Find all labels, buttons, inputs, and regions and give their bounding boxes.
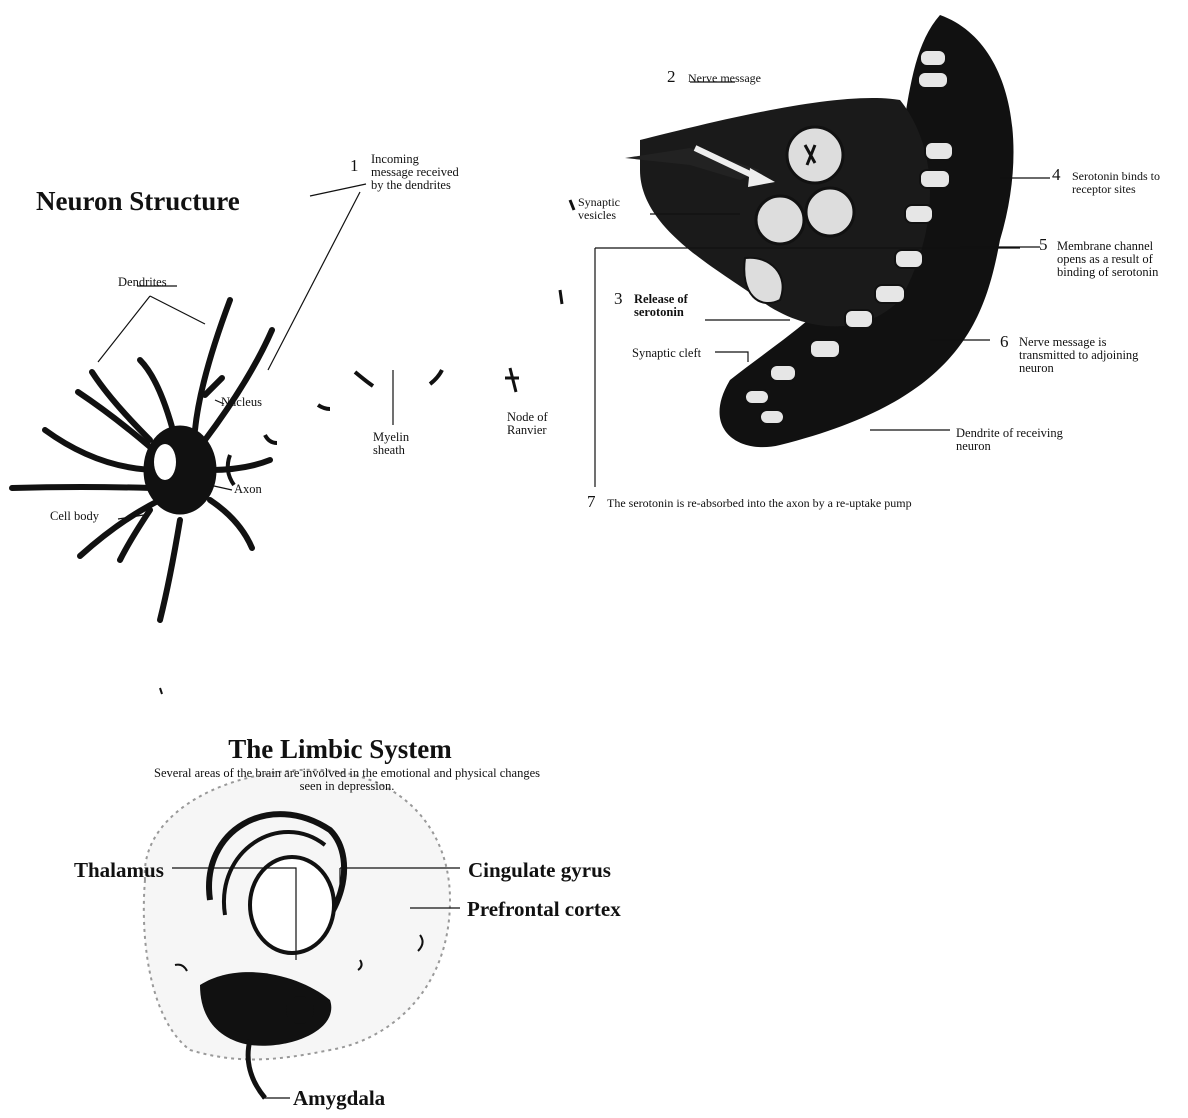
limbic-system-title: The Limbic System xyxy=(200,735,480,763)
step-1-text: Incoming message received by the dendrit… xyxy=(371,153,461,192)
step-7-text: The serotonin is re-absorbed into the ax… xyxy=(607,497,912,510)
amygdala-label: Amygdala xyxy=(293,1087,385,1109)
step-1-number: 1 xyxy=(350,157,359,175)
step-5-text: Membrane channel opens as a result of bi… xyxy=(1057,240,1185,279)
cell-body-label: Cell body xyxy=(50,510,99,523)
step-4-number: 4 xyxy=(1052,166,1061,184)
brain-illustration xyxy=(144,770,450,1098)
step-6-number: 6 xyxy=(1000,333,1009,351)
synaptic-cleft-label: Synaptic cleft xyxy=(632,347,701,360)
axon-label: Axon xyxy=(234,483,262,496)
synaptic-vesicles-label: Synaptic vesicles xyxy=(578,196,658,221)
neuron-illustration xyxy=(12,200,574,694)
step-4-text: Serotonin binds to receptor sites xyxy=(1072,170,1182,195)
myelin-sheath-label: Myelin sheath xyxy=(373,431,433,457)
cingulate-gyrus-label: Cingulate gyrus xyxy=(468,859,611,881)
step-7-number: 7 xyxy=(587,493,596,511)
dendrites-label: Dendrites xyxy=(118,276,167,289)
step-2-text: Nerve message xyxy=(688,72,761,85)
step-2-number: 2 xyxy=(667,68,676,86)
thalamus-label: Thalamus xyxy=(74,859,164,881)
step-5-number: 5 xyxy=(1039,236,1048,254)
step-6-text: Nerve message is transmitted to adjoinin… xyxy=(1019,336,1149,375)
synapse-illustration xyxy=(625,15,1014,447)
prefrontal-cortex-label: Prefrontal cortex xyxy=(467,898,621,920)
node-of-ranvier-label: Node of Ranvier xyxy=(507,411,567,437)
neuron-structure-title: Neuron Structure xyxy=(36,187,240,215)
dendrite-receiving-label: Dendrite of receiving neuron xyxy=(956,427,1076,453)
limbic-subtitle: Several areas of the brain are involved … xyxy=(142,767,552,793)
step-3-number: 3 xyxy=(614,290,623,308)
nucleus-label: Nucleus xyxy=(221,396,262,409)
step-3-text: Release of serotonin xyxy=(634,293,714,319)
